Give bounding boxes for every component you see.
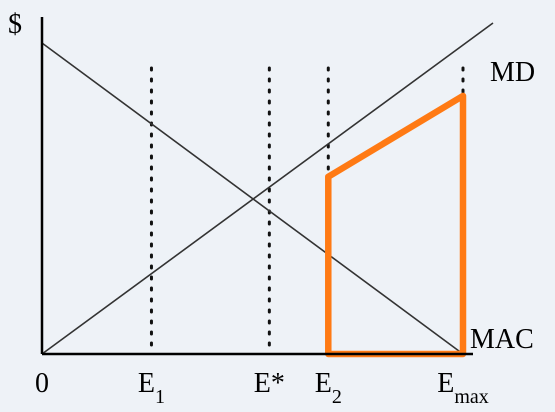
series-label-mac: MAC [470,324,534,355]
series-label-md: MD [490,57,535,88]
highlight-region [325,92,467,358]
series-line-mac [41,42,464,355]
vertical-guides [149,66,465,352]
x-tick-label-0: 0 [35,368,49,399]
x-tick-labels: 0 E1 E* E2 Emax [35,368,489,408]
x-tick-label-2: E* [254,368,285,399]
x-tick-label-4: Emax [437,368,489,408]
y-axis-label: $ [8,9,22,40]
series-line-md [41,22,494,355]
x-tick-label-3: E2 [315,368,342,408]
series-lines [41,22,494,355]
x-tick-label-1: E1 [138,368,165,408]
